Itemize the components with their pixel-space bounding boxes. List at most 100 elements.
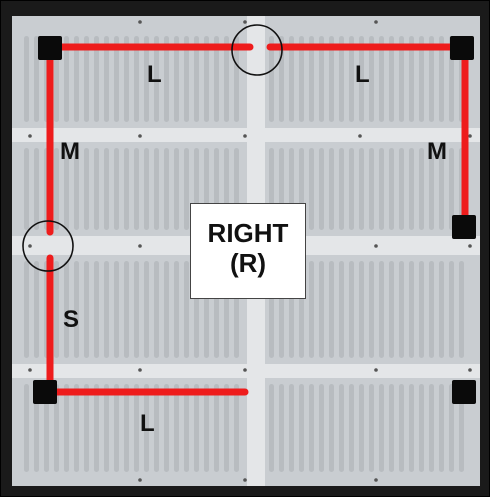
groove (34, 261, 39, 358)
groove (184, 148, 189, 230)
groove (289, 384, 294, 472)
groove (24, 384, 29, 472)
groove (174, 148, 179, 230)
groove (94, 261, 99, 358)
corner-pad (38, 36, 62, 60)
bolt-dot (138, 478, 142, 482)
groove (24, 261, 29, 358)
corner-pad (452, 380, 476, 404)
groove (114, 384, 119, 472)
label-left-M: M (60, 140, 80, 164)
groove (409, 148, 414, 230)
groove (369, 261, 374, 358)
groove (24, 36, 29, 122)
groove (124, 384, 129, 472)
groove (359, 384, 364, 472)
groove (449, 261, 454, 358)
groove (104, 261, 109, 358)
groove (369, 148, 374, 230)
groove (94, 384, 99, 472)
groove (224, 384, 229, 472)
groove (104, 148, 109, 230)
groove (114, 148, 119, 230)
groove (399, 261, 404, 358)
center-label-box: RIGHT (R) (190, 203, 306, 299)
groove (154, 384, 159, 472)
groove (124, 148, 129, 230)
groove (234, 384, 239, 472)
groove (74, 384, 79, 472)
groove (134, 261, 139, 358)
label-top-left-L: L (147, 63, 162, 87)
corner-pad (33, 380, 57, 404)
groove (134, 384, 139, 472)
groove (349, 148, 354, 230)
bolt-dot (468, 134, 472, 138)
groove (419, 148, 424, 230)
groove (459, 261, 464, 358)
groove (214, 384, 219, 472)
groove (429, 261, 434, 358)
groove (64, 384, 69, 472)
groove (269, 384, 274, 472)
bolt-dot (468, 244, 472, 248)
groove (409, 384, 414, 472)
groove (319, 261, 324, 358)
bolt-dot (468, 368, 472, 372)
groove (144, 261, 149, 358)
center-label-line2: (R) (191, 248, 305, 278)
groove (419, 384, 424, 472)
groove (164, 148, 169, 230)
bolt-dot (243, 368, 247, 372)
groove (134, 148, 139, 230)
groove (339, 384, 344, 472)
bolt-dot (138, 368, 142, 372)
groove (84, 261, 89, 358)
groove (319, 148, 324, 230)
groove (24, 148, 29, 230)
groove (379, 261, 384, 358)
bolt-dot (243, 478, 247, 482)
bolt-dot (138, 20, 142, 24)
groove (84, 148, 89, 230)
bolt-dot (243, 134, 247, 138)
corner-pad (452, 215, 476, 239)
bolt-dot (28, 244, 32, 248)
groove (279, 384, 284, 472)
groove (34, 148, 39, 230)
groove (389, 261, 394, 358)
groove (419, 261, 424, 358)
groove (329, 148, 334, 230)
groove (194, 384, 199, 472)
bolt-dot (28, 368, 32, 372)
groove (389, 384, 394, 472)
groove (329, 261, 334, 358)
groove (439, 261, 444, 358)
groove (369, 384, 374, 472)
bolt-dot (374, 478, 378, 482)
label-top-right-L: L (355, 63, 370, 87)
groove (154, 261, 159, 358)
label-right-M: M (427, 140, 447, 164)
groove (164, 261, 169, 358)
groove (319, 384, 324, 472)
groove (184, 261, 189, 358)
groove (349, 261, 354, 358)
bolt-dot (138, 244, 142, 248)
groove (204, 384, 209, 472)
groove (399, 384, 404, 472)
center-label-line1: RIGHT (191, 218, 305, 248)
groove (124, 261, 129, 358)
bolt-dot (28, 134, 32, 138)
groove (84, 384, 89, 472)
groove (309, 148, 314, 230)
groove (104, 384, 109, 472)
groove (359, 148, 364, 230)
groove (379, 384, 384, 472)
groove (54, 148, 59, 230)
groove (309, 384, 314, 472)
groove (389, 148, 394, 230)
groove (439, 384, 444, 472)
groove (329, 384, 334, 472)
